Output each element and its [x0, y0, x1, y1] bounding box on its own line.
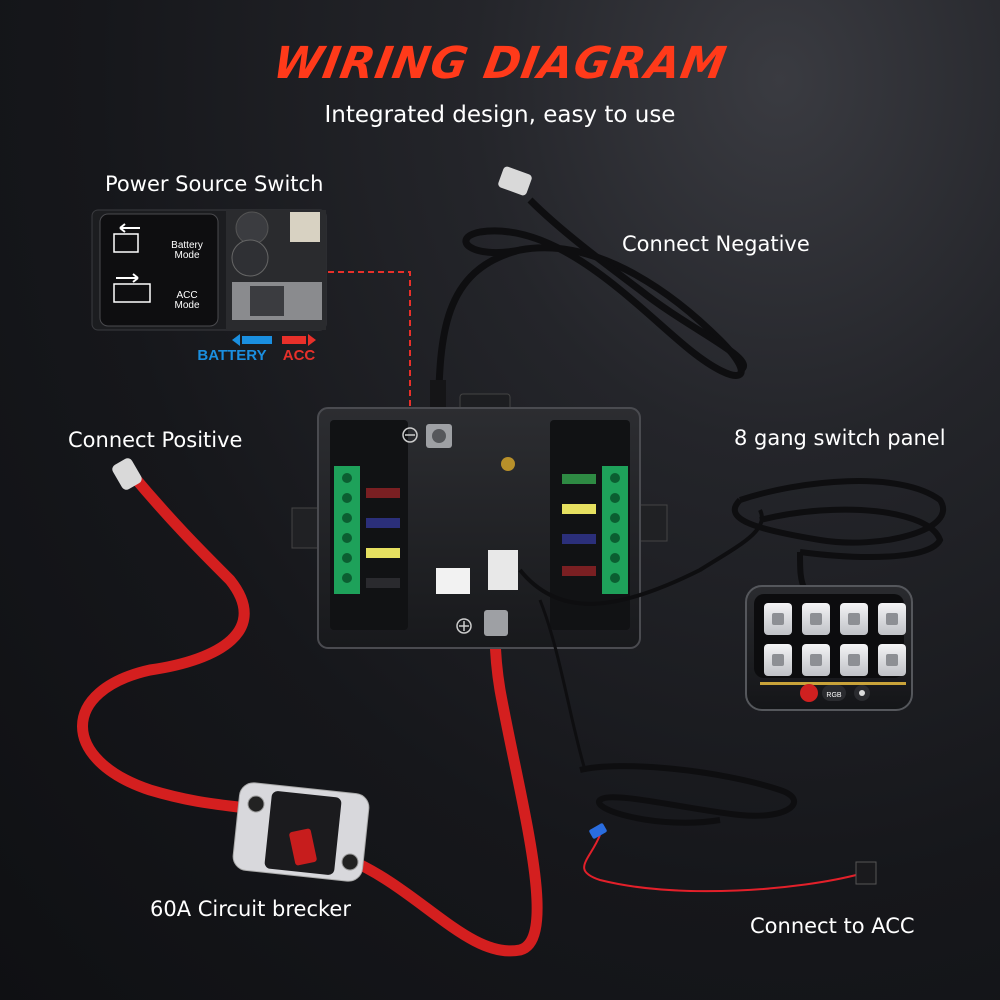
acc-mode-label: ACC	[176, 290, 197, 301]
switch-panel: RGB	[745, 585, 913, 711]
circuit-breaker	[232, 782, 370, 882]
acc-direction-label: ACC	[283, 347, 316, 364]
switch-panel-harness	[518, 478, 946, 606]
battery-arrow-icon	[232, 334, 240, 346]
fuse-relay-box	[291, 393, 668, 649]
acc-lead-wire	[538, 599, 877, 893]
battery-mode-label: Battery	[171, 240, 203, 251]
battery-mode-label-2: Mode	[174, 250, 199, 261]
negative-terminal-icon	[402, 427, 418, 443]
connect-positive-label: Connect Positive	[68, 428, 243, 452]
positive-terminal-icon	[456, 618, 472, 634]
acc-arrow-icon	[308, 334, 316, 346]
power-button-icon	[800, 684, 818, 702]
switch-panel-label: 8 gang switch panel	[734, 426, 946, 450]
negative-cable	[430, 166, 747, 421]
acc-mode-label-2: Mode	[174, 300, 199, 311]
page-subtitle: Integrated design, easy to use	[324, 102, 676, 128]
rgb-button-label: RGB	[826, 692, 842, 699]
circuit-breaker-label: 60A Circuit brecker	[150, 897, 351, 921]
power-source-switch-inset: Battery Mode ACC Mode BATTERY ACC	[91, 209, 327, 364]
battery-direction-label: BATTERY	[197, 347, 266, 364]
connect-acc-label: Connect to ACC	[750, 914, 915, 938]
positive-cable	[77, 458, 543, 957]
connect-negative-label: Connect Negative	[622, 232, 810, 256]
power-source-switch-label: Power Source Switch	[105, 172, 324, 196]
page-title: WIRING DIAGRAM	[269, 38, 731, 89]
